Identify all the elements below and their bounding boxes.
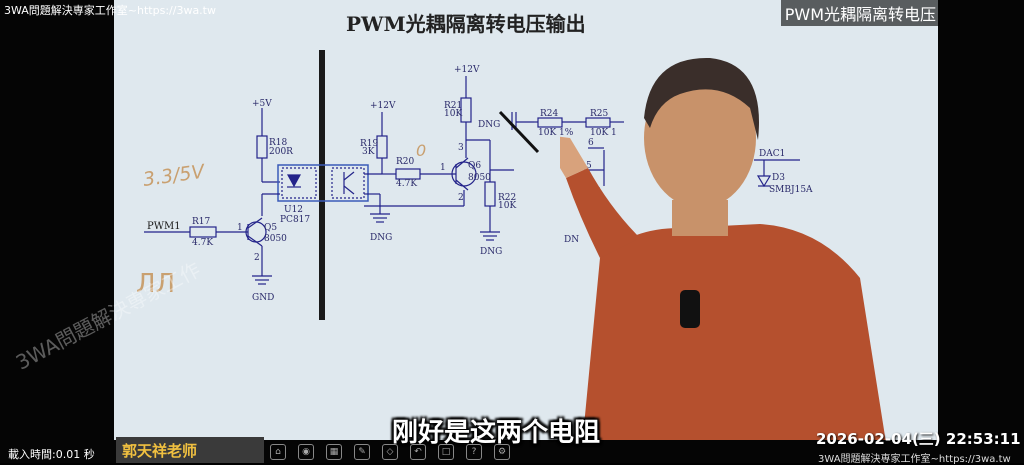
label-pin1a: 1 — [237, 223, 243, 233]
channel-watermark: 3WA問題解決専家工作室~https://3wa.tw — [4, 4, 216, 17]
label-d3-value: SMBJ15A — [769, 185, 813, 195]
label-q6: Q6 — [468, 161, 481, 171]
handwriting-zero: 0 — [416, 141, 426, 160]
label-r19-value: 3K — [362, 147, 375, 157]
label-v12b: +12V — [454, 65, 480, 75]
pen-tool-icon[interactable]: ✎ — [354, 443, 370, 460]
handwriting-pulse: ЛЛ — [136, 269, 175, 299]
label-pin5: 5 — [586, 161, 592, 171]
label-gnd: GND — [252, 293, 274, 303]
timestamp: 2026-02-04(三) 22:53:11 — [816, 430, 1021, 448]
resistor-r22 — [484, 181, 496, 207]
label-r25-value: 10K 1 — [590, 128, 617, 138]
resistor-r20 — [395, 168, 421, 180]
transistor-q5 — [245, 221, 267, 243]
label-r24-value: 10K 1% — [538, 128, 574, 138]
settings-icon[interactable]: ⚙ — [494, 443, 510, 460]
label-dac1: DAC1 — [759, 149, 785, 159]
pen-icon — [498, 110, 540, 154]
presenter — [560, 57, 886, 440]
label-dng3: DNG — [478, 120, 500, 130]
label-pin2a: 2 — [254, 253, 260, 263]
label-q5: Q5 — [264, 223, 277, 233]
label-r17-value: 4.7K — [192, 238, 213, 248]
load-time: 載入時間:0.01 秒 — [8, 448, 95, 461]
label-pin1b: 1 — [440, 163, 446, 173]
label-r21-value: 10K — [444, 109, 462, 119]
label-r21: R21 — [444, 101, 462, 111]
label-q6-value: 8050 — [468, 173, 491, 183]
label-v5: +5V — [252, 99, 272, 109]
label-pin2b: 2 — [458, 193, 464, 203]
circuit-schematic: +5V R18 200R U12 PC817 PWM1 R17 4.7K 1 Q… — [136, 50, 813, 320]
optocoupler-u12 — [277, 164, 369, 202]
label-r24: R24 — [540, 109, 559, 119]
label-dng1: DNG — [370, 233, 392, 243]
label-pc817: PC817 — [280, 215, 310, 225]
video-title-overlay: PWM光耦隔离转电压 — [780, 0, 940, 26]
schematic-title: PWM光耦隔离转电压输出 — [346, 12, 586, 36]
label-pwm1: PWM1 — [147, 221, 181, 232]
resistor-r21 — [460, 97, 472, 123]
whiteboard-screen: PWM光耦隔离转电压输出 — [114, 0, 938, 440]
subtitle-caption: 刚好是这两个电阻 — [392, 418, 601, 448]
user-icon[interactable]: ◉ — [298, 443, 314, 460]
resistor-r17 — [189, 226, 217, 238]
shape-icon[interactable]: □ — [438, 443, 454, 460]
label-r19: R19 — [360, 139, 379, 149]
label-d3: D3 — [772, 173, 785, 183]
label-r18-value: 200R — [269, 147, 293, 157]
teacher-name: 郭天祥老师 — [122, 442, 198, 460]
grid-icon[interactable]: ▦ — [326, 443, 342, 460]
label-r20: R20 — [396, 157, 415, 167]
resistor-r19 — [376, 135, 388, 159]
resistor-r18 — [256, 135, 268, 159]
label-u12: U12 — [284, 205, 303, 215]
help-icon[interactable]: ? — [466, 443, 482, 460]
label-r18: R18 — [269, 138, 288, 148]
teacher-name-badge: 郭天祥老师 — [116, 437, 264, 463]
label-r22: R22 — [498, 193, 516, 203]
label-v12a: +12V — [370, 101, 396, 111]
isolation-barrier — [319, 50, 325, 320]
label-r20-value: 4.7K — [396, 179, 417, 189]
label-dng4: DN — [564, 235, 579, 245]
footer-watermark: 3WA問題解決専家工作室~https://3wa.tw — [818, 454, 1011, 465]
eraser-icon[interactable]: ◇ — [382, 443, 398, 460]
handwriting-voltage: 3.3/5V — [142, 160, 208, 191]
undo-icon[interactable]: ↶ — [410, 443, 426, 460]
whiteboard-toolbar: ⌂ ◉ ▦ ✎ ◇ ↶ □ ? ⚙ — [262, 440, 650, 463]
label-pin6: 6 — [588, 138, 594, 148]
label-r25: R25 — [590, 109, 609, 119]
label-q5-value: 8050 — [264, 234, 287, 244]
home-icon[interactable]: ⌂ — [270, 443, 286, 460]
label-pin3a: 3 — [458, 143, 464, 153]
label-dng2: DNG — [480, 247, 502, 257]
label-r22-value: 10K — [498, 201, 516, 211]
label-r17: R17 — [192, 217, 211, 227]
